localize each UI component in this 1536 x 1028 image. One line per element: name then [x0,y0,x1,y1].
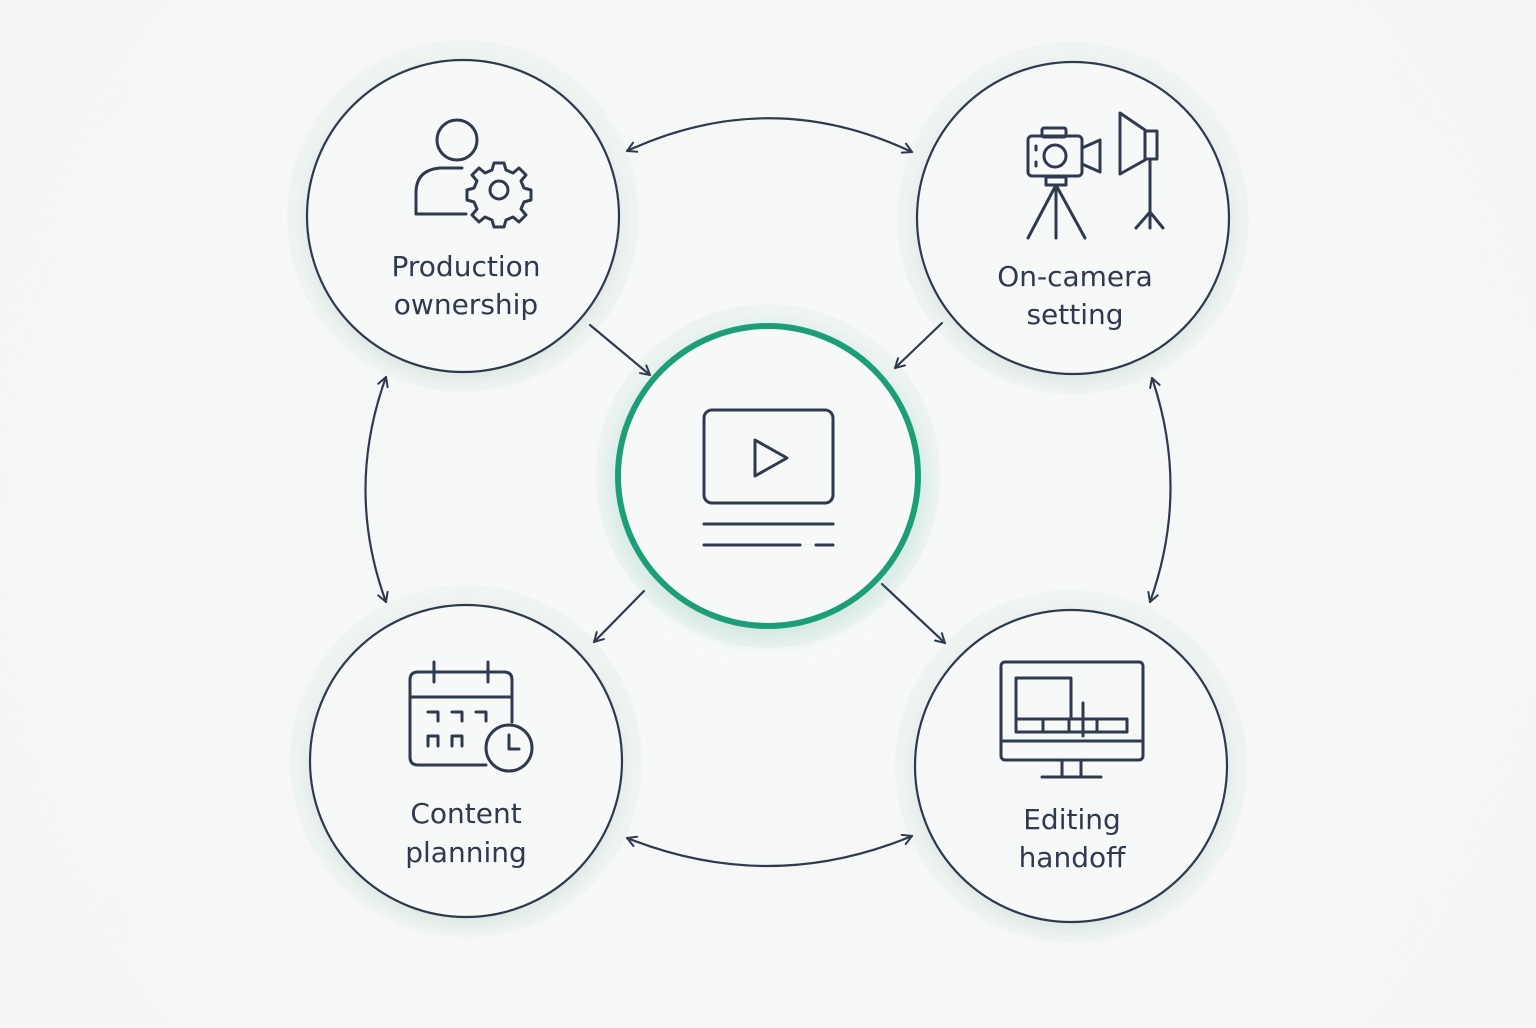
outer-connectors [364,117,1172,868]
center-circle [615,323,921,629]
node-production-ownership: Production ownership [305,58,621,374]
node-circle [913,608,1229,924]
calendar-clock-icon [408,660,534,773]
node-label-line2: planning [405,836,527,869]
monitor-timeline-icon [999,660,1145,779]
user-gear-icon [414,118,533,229]
node-label-line2: ownership [394,288,538,321]
node-label-line2: handoff [1019,841,1127,874]
spoke-camera [893,321,944,370]
node-circle [305,58,621,374]
node-circle [308,603,624,919]
video-player-icon [702,408,835,547]
center-node [615,323,921,629]
node-label-line1: Content [410,797,521,830]
spoke-production [588,323,652,377]
node-label-line2: setting [1026,298,1123,331]
node-content-planning: Content planning [308,603,624,919]
node-label-line1: On-camera [997,260,1153,293]
node-label-line1: Editing [1023,803,1121,836]
arc-production-camera [625,117,914,154]
arc-camera-editing [1147,376,1172,604]
spoke-connectors [588,321,947,645]
spoke-editing [880,582,947,645]
arc-production-planning [364,375,389,604]
arc-planning-editing [625,833,914,868]
node-label-line1: Production [392,250,541,283]
node-editing-handoff: Editing handoff [913,608,1229,924]
camera-light-stand-icon [1026,111,1165,240]
spoke-planning [592,589,646,644]
node-on-camera-setting: On-camera setting [915,60,1231,376]
